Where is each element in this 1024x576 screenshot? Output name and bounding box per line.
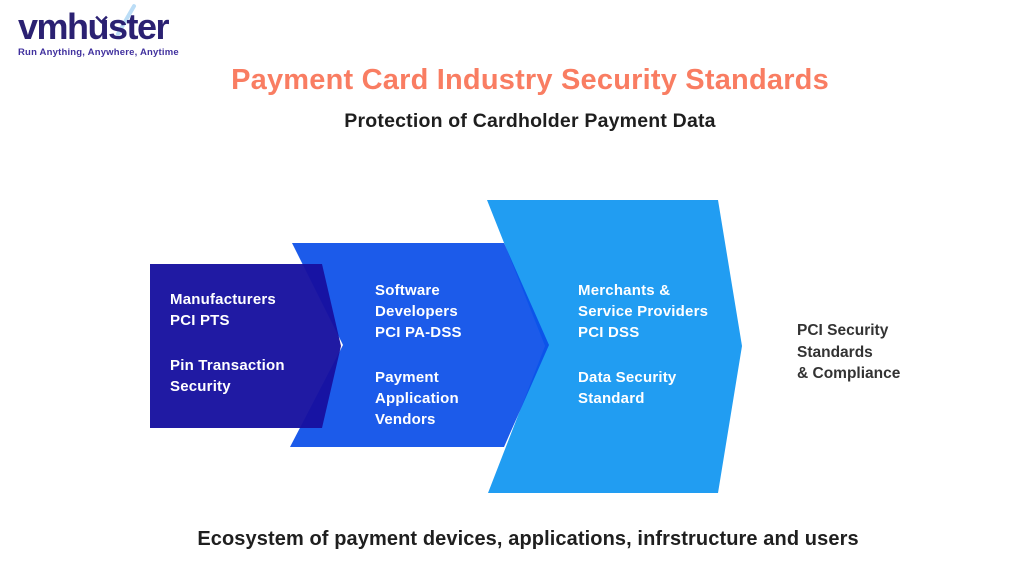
stage-3-role-line: PCI DSS [578, 324, 640, 341]
stage-2-role-line: Developers [375, 303, 458, 320]
stage-3-arrow [487, 200, 742, 493]
stage-3-role-line: Merchants & [578, 282, 671, 299]
side-label-line: Standards [797, 343, 873, 361]
stage-1-role-line: Manufacturers [170, 291, 276, 308]
side-label-line: PCI Security [797, 322, 889, 339]
stage-2-text: Software Developers PCI PA-DSS Payment A… [375, 280, 462, 430]
stage-1-text: Manufacturers PCI PTS Pin Transaction Se… [170, 289, 285, 397]
stage-2-desc-line: Payment [375, 369, 439, 386]
stage-2-role-line: Software [375, 282, 440, 299]
side-label-line: & Compliance [797, 365, 901, 382]
stage-2-arrow [290, 243, 549, 447]
page-subtitle: Protection of Cardholder Payment Data [344, 110, 716, 132]
stage-3-desc-line: Data Security [578, 369, 677, 386]
logo: vmhuster Run Anything, Anywhere, Anytime [18, 3, 179, 58]
stage-3-role-line: Service Providers [578, 303, 709, 320]
stage-2-desc-line: Vendors [375, 411, 436, 428]
logo-caret-icon [96, 12, 105, 20]
footer-caption: Ecosystem of payment devices, applicatio… [197, 528, 859, 550]
stage-1-desc-line: Pin Transaction [170, 357, 285, 374]
logo-tagline: Run Anything, Anywhere, Anytime [18, 46, 179, 58]
stage-1-role-line: PCI PTS [170, 312, 230, 329]
stage-1-arrow [150, 264, 341, 428]
stage-2-desc-line: Application [375, 390, 459, 407]
stage-1-desc-line: Security [170, 378, 231, 395]
stage-3-text: Merchants & Service Providers PCI DSS Da… [578, 280, 708, 409]
page-title: Payment Card Industry Security Standards [231, 64, 829, 96]
stage-2-role-line: PCI PA-DSS [375, 324, 462, 341]
side-label: PCI Security Standards & Compliance [797, 320, 900, 385]
logo-wordmark: vmhuster [18, 6, 170, 47]
stage-3-desc-line: Standard [578, 390, 645, 407]
